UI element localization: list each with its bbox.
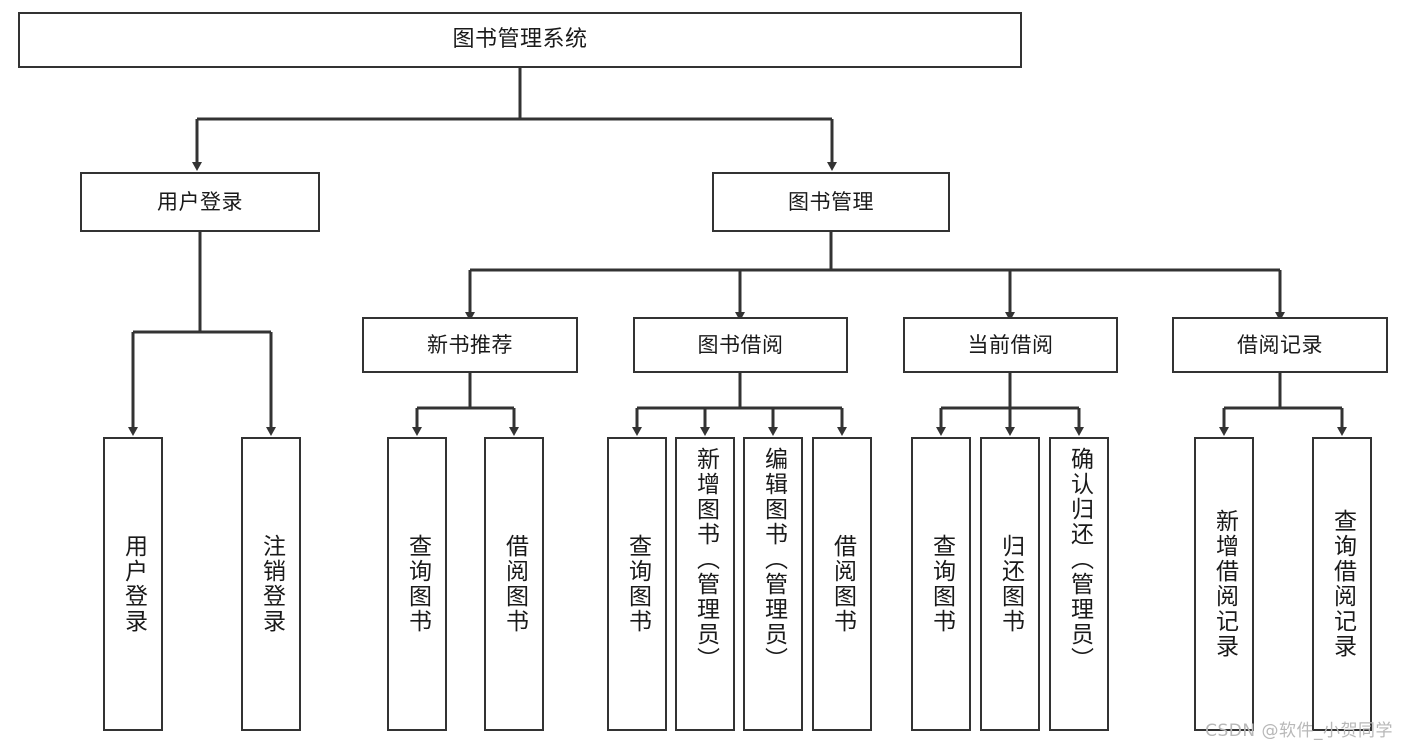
- node-label: 归还图书: [997, 534, 1024, 634]
- leaf-borrow-book-recommend[interactable]: 借阅图书: [484, 437, 544, 731]
- leaf-return-book[interactable]: 归还图书: [980, 437, 1040, 731]
- leaf-edit-book[interactable]: 编辑图书（管理员）: [743, 437, 803, 731]
- node-label: 编辑图书（管理员）: [760, 447, 787, 672]
- node-label: 借阅图书: [829, 534, 856, 634]
- node-root-book-management-system[interactable]: 图书管理系统: [18, 12, 1022, 68]
- node-book-management[interactable]: 图书管理: [712, 172, 950, 232]
- node-label: 查询图书: [404, 534, 431, 634]
- leaf-add-book[interactable]: 新增图书（管理员）: [675, 437, 735, 731]
- node-label: 图书管理: [788, 189, 874, 214]
- node-label: 查询图书: [624, 534, 651, 634]
- node-label: 新书推荐: [427, 332, 513, 357]
- node-label: 用户登录: [120, 534, 147, 634]
- leaf-query-book-borrow[interactable]: 查询图书: [607, 437, 667, 731]
- node-label: 用户登录: [157, 189, 243, 214]
- leaf-logout-login[interactable]: 注销登录: [241, 437, 301, 731]
- node-label: 查询图书: [928, 534, 955, 634]
- leaf-query-book-recommend[interactable]: 查询图书: [387, 437, 447, 731]
- leaf-add-borrow-record[interactable]: 新增借阅记录: [1194, 437, 1254, 731]
- leaf-query-book-current[interactable]: 查询图书: [911, 437, 971, 731]
- node-user-login[interactable]: 用户登录: [80, 172, 320, 232]
- node-new-book-recommend[interactable]: 新书推荐: [362, 317, 578, 373]
- leaf-query-borrow-record[interactable]: 查询借阅记录: [1312, 437, 1372, 731]
- leaf-user-login[interactable]: 用户登录: [103, 437, 163, 731]
- node-label: 当前借阅: [967, 332, 1054, 357]
- watermark-csdn: CSDN @软件_小贺同学: [1205, 721, 1393, 741]
- node-label: 图书管理系统: [452, 27, 588, 53]
- node-label: 注销登录: [258, 534, 285, 634]
- node-label: 确认归还（管理员）: [1066, 447, 1093, 672]
- node-current-borrow[interactable]: 当前借阅: [903, 317, 1118, 373]
- node-label: 借阅图书: [501, 534, 528, 634]
- node-borrow-record[interactable]: 借阅记录: [1172, 317, 1388, 373]
- leaf-borrow-book[interactable]: 借阅图书: [812, 437, 872, 731]
- node-label: 查询借阅记录: [1329, 509, 1356, 659]
- leaf-confirm-return[interactable]: 确认归还（管理员）: [1049, 437, 1109, 731]
- node-label: 新增图书（管理员）: [692, 447, 719, 672]
- node-label: 借阅记录: [1237, 332, 1323, 357]
- node-label: 图书借阅: [697, 332, 784, 357]
- node-label: 新增借阅记录: [1211, 509, 1238, 659]
- node-book-borrow[interactable]: 图书借阅: [633, 317, 848, 373]
